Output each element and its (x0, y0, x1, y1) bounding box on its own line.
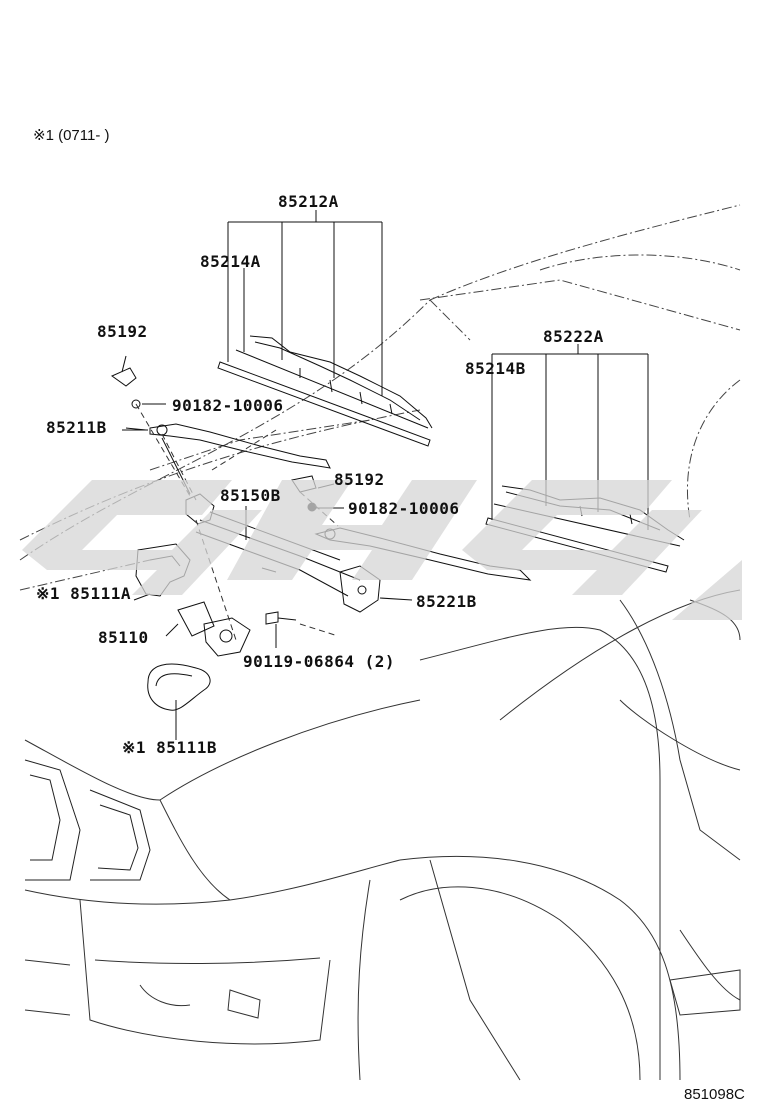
part-label-85110[interactable]: 85110 (98, 628, 149, 647)
part-label-85211B[interactable]: 85211B (46, 418, 107, 437)
car-front-outline (24, 589, 741, 1081)
part-label-85214B[interactable]: 85214B (465, 359, 526, 378)
bolt (265, 611, 297, 625)
part-label-85212A[interactable]: 85212A (278, 192, 339, 211)
nut-left (131, 399, 141, 409)
wiper-motor (177, 601, 251, 657)
part-label-85192-mid[interactable]: 85192 (334, 470, 385, 489)
part-label-85111B[interactable]: ※1 85111B (122, 738, 217, 757)
pivot-cap-left (110, 367, 137, 387)
part-label-85150B[interactable]: 85150B (220, 486, 281, 505)
part-label-90182-left[interactable]: 90182-10006 (172, 396, 284, 415)
callout-lines-left-blade (227, 210, 383, 396)
applicability-note: ※1 (0711- ) (33, 127, 110, 144)
grille-outline (24, 759, 151, 881)
left-wiper-blade (217, 335, 433, 447)
part-label-85192-left[interactable]: 85192 (97, 322, 148, 341)
part-label-85222A[interactable]: 85222A (543, 327, 604, 346)
part-label-90119[interactable]: 90119-06864 (2) (243, 652, 395, 671)
part-label-85111A[interactable]: ※1 85111A (36, 584, 131, 603)
watermark-logo (22, 480, 742, 620)
part-label-85221B[interactable]: 85221B (416, 592, 477, 611)
diagram-code: 851098C (684, 1086, 745, 1103)
motor-cover-b (147, 663, 211, 711)
part-label-85214A[interactable]: 85214A (200, 252, 261, 271)
part-label-90182-mid[interactable]: 90182-10006 (348, 499, 460, 518)
left-wiper-arm (125, 423, 331, 469)
